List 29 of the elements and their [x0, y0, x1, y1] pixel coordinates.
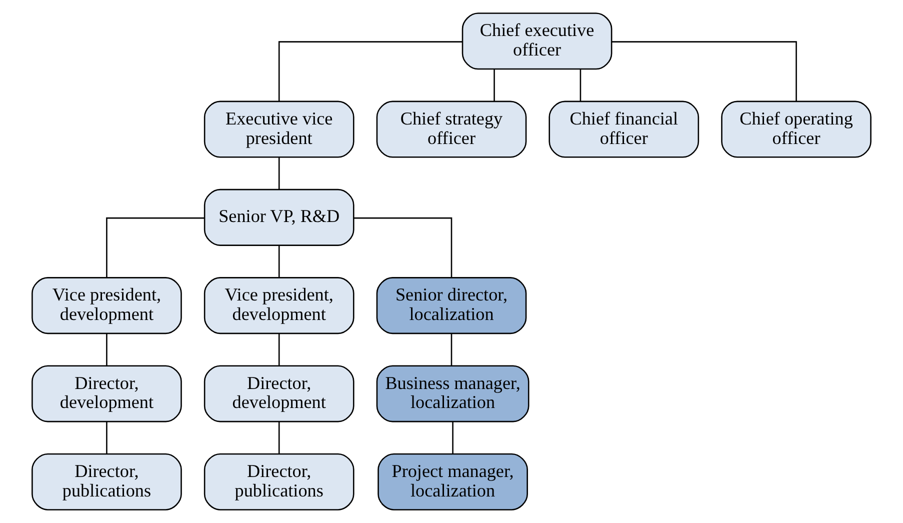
node-box: Vice president, development — [204, 277, 354, 334]
connector — [278, 422, 280, 454]
node-box: Business manager, localization — [376, 365, 530, 422]
connector — [106, 333, 108, 366]
node-box: Project manager, localization — [378, 453, 528, 510]
connector — [612, 41, 797, 102]
node-box: Director, development — [32, 365, 182, 422]
node-box: Director, publications — [204, 453, 354, 510]
connector — [278, 333, 280, 366]
node-box: Chief strategy officer — [376, 100, 527, 158]
node-box: Senior VP, R&D — [204, 188, 354, 246]
connector — [106, 422, 108, 454]
connector — [450, 333, 452, 366]
connector — [494, 69, 495, 102]
node-box: Chief financial officer — [548, 100, 700, 158]
connector — [452, 422, 454, 454]
connector — [278, 41, 462, 102]
node-box: Executive vice president — [204, 100, 354, 158]
connector — [278, 157, 280, 190]
connector — [278, 245, 280, 278]
node-box: Senior director, localization — [376, 277, 527, 334]
connector — [580, 69, 582, 102]
node-box: Director, publications — [32, 453, 182, 510]
node-box: Chief operating officer — [721, 100, 872, 158]
node-box: Chief executive officer — [462, 12, 612, 70]
connector — [354, 217, 452, 278]
node-box: Vice president, development — [32, 277, 182, 334]
node-box: Director, development — [204, 365, 354, 422]
connector — [106, 217, 204, 278]
